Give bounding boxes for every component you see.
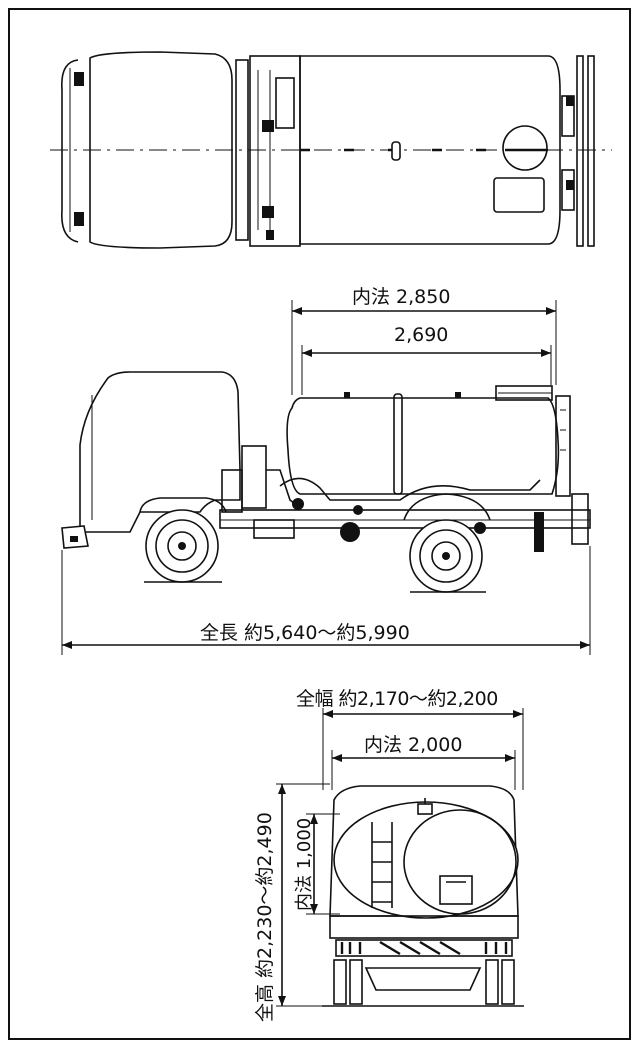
inner-length-label: 内法 2,850 xyxy=(352,286,451,308)
drawing-frame xyxy=(8,8,631,1040)
rear-view xyxy=(276,708,524,1007)
overall-height-label: 全高 約2,230〜約2,490 xyxy=(254,812,276,1022)
inner-width-label: 内法 2,000 xyxy=(364,734,463,756)
overall-width-label: 全幅 約2,170〜約2,200 xyxy=(296,688,498,710)
tank-length-label: 2,690 xyxy=(394,324,449,346)
inner-height-label: 内法 1,000 xyxy=(294,817,315,911)
overall-length-label: 全長 約5,640〜約5,990 xyxy=(200,622,410,644)
top-view xyxy=(50,51,612,249)
side-view xyxy=(61,300,591,655)
